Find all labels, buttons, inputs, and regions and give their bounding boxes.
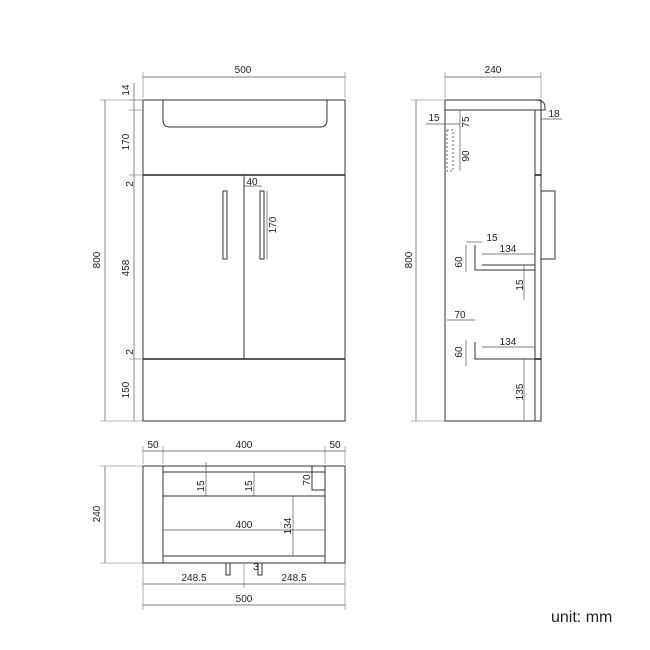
top-lip-label: 14 <box>121 84 132 96</box>
shelf-1 <box>474 245 535 271</box>
front-width-label: 500 <box>235 65 252 76</box>
plan-corner-block <box>311 465 326 491</box>
plan-half-right-label: 248.5 <box>281 573 306 584</box>
front-view: 500 800 14 170 2 458 2 150 40 170 <box>92 65 346 422</box>
gap-top-label: 2 <box>125 181 136 187</box>
front-total-height-label: 800 <box>92 251 103 268</box>
shelf1-thickness-label: 15 <box>515 279 526 291</box>
shelf2-depth-label: 134 <box>500 337 517 348</box>
plan-back-gap2-label: 15 <box>244 480 255 492</box>
right-door-handle <box>259 190 265 260</box>
plan-side-gap-label: 70 <box>302 474 313 486</box>
gap-bottom-label: 2 <box>125 349 136 355</box>
plan-inner-width2-label: 400 <box>236 520 253 531</box>
shelf2-bottom-label: 135 <box>515 383 526 400</box>
plan-depth-label: 240 <box>92 505 103 522</box>
side-view: 240 800 18 15 75 90 15 134 60 15 70 134 … <box>404 65 562 422</box>
plan-left-handle <box>225 562 231 576</box>
side-depth-label: 240 <box>485 65 502 76</box>
shelf1-height-label: 60 <box>454 256 465 268</box>
basin-outline <box>143 99 345 128</box>
cutout-height-label: 90 <box>461 150 472 162</box>
side-total-height-label: 800 <box>404 251 415 268</box>
shelf-2 <box>474 342 535 360</box>
cutout-top-label: 75 <box>461 116 472 128</box>
top-thickness-label: 18 <box>548 109 560 120</box>
left-door-handle <box>222 190 228 260</box>
plan-right-margin-label: 50 <box>329 440 341 451</box>
top-profile <box>445 99 546 111</box>
plan-half-left-label: 248.5 <box>181 573 206 584</box>
plinth-height-label: 150 <box>121 381 132 398</box>
plan-back-gap-label: 15 <box>196 480 207 492</box>
basin-height-label: 170 <box>121 133 132 150</box>
plan-total-width-label: 500 <box>236 594 253 605</box>
shelf1-depth-label: 134 <box>500 244 517 255</box>
plan-right-handle <box>257 562 263 576</box>
plan-inner-width-label: 400 <box>236 440 253 451</box>
shelf2-height-label: 60 <box>454 346 465 358</box>
side-handle <box>541 190 556 260</box>
plan-shelf-depth-label: 134 <box>283 517 294 534</box>
plan-left-margin-label: 50 <box>147 440 159 451</box>
front-outline <box>142 99 346 422</box>
handle-length-label: 170 <box>268 216 279 233</box>
plan-view: 50 400 50 240 15 15 70 400 134 248.5 3 2… <box>92 440 346 610</box>
door-height-label: 458 <box>121 259 132 276</box>
shelf2-offset-label: 70 <box>454 310 466 321</box>
shelf1-offset-label: 15 <box>486 233 498 244</box>
handle-offset-label: 40 <box>246 177 258 188</box>
unit-label: unit: mm <box>551 609 613 626</box>
plan-mid-gap-label: 3 <box>253 562 259 573</box>
cutout-width-label: 15 <box>428 113 440 124</box>
back-cutout <box>446 129 454 172</box>
